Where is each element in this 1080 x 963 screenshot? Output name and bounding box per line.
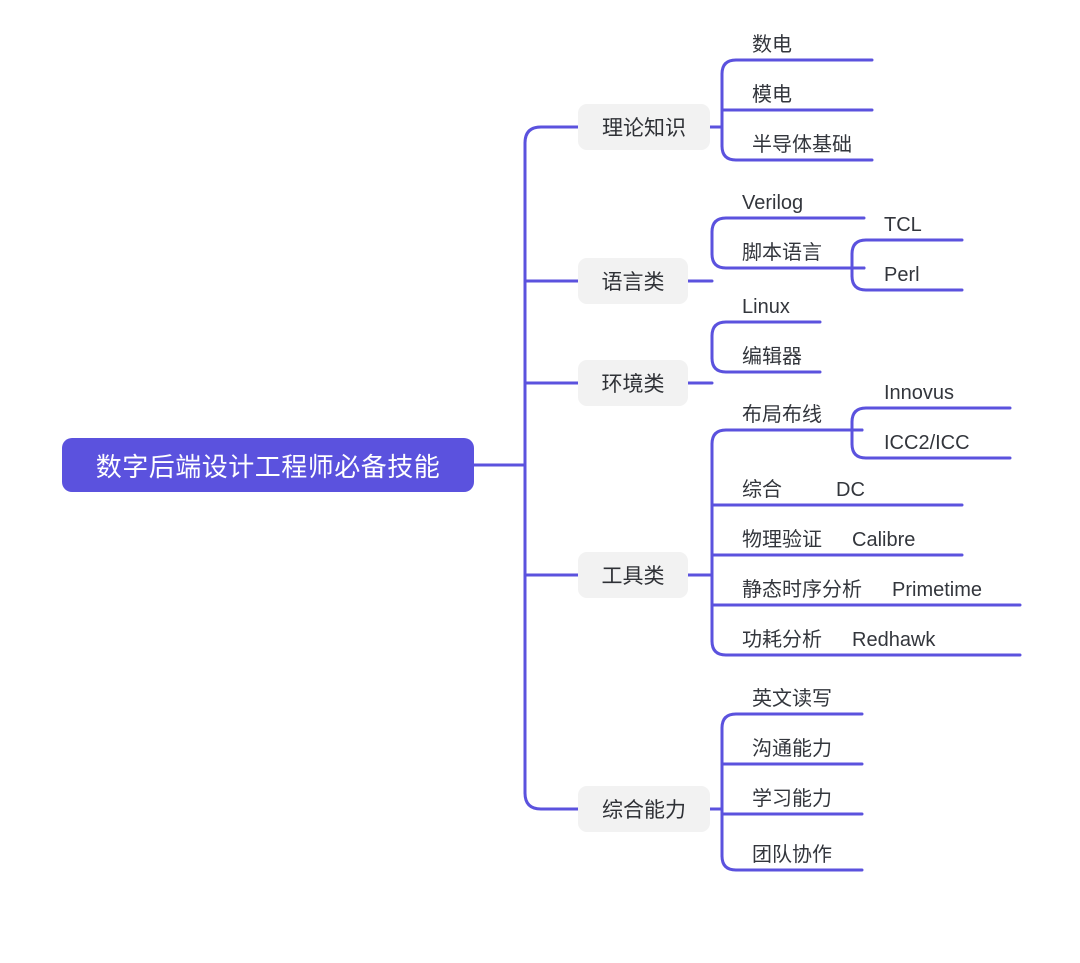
subleaf-node-label: Perl [884,264,920,286]
leaf-node-1-1[interactable]: 脚本语言 [742,234,822,268]
leaf-node-label: 物理验证 [742,529,822,551]
leaf-node-0-1[interactable]: 模电 [752,76,792,110]
leaf-node-4-0[interactable]: 英文读写 [752,680,832,714]
leaf-node-tool: Primetime [892,579,983,601]
branch-node-1[interactable]: 语言类 [578,258,688,304]
branch-node-label: 综合能力 [602,799,686,822]
branch-node-3[interactable]: 工具类 [578,552,688,598]
leaf-node-2-0[interactable]: Linux [742,288,790,322]
leaf-node-label: 脚本语言 [742,242,822,264]
leaf-node-3-1[interactable]: 综合 DC [742,471,865,505]
leaf-node-label: 布局布线 [742,404,822,426]
leaf-node-label: 模电 [752,84,792,106]
branch-node-label: 语言类 [601,271,665,294]
branch-node-4[interactable]: 综合能力 [578,786,710,832]
leaf-node-3-2[interactable]: 物理验证 Calibre [742,521,915,555]
leaf-node-tool: Redhawk [852,629,936,651]
leaf-node-label: 半导体基础 [752,134,852,156]
branch-node-0[interactable]: 理论知识 [578,104,710,150]
leaf-node-label: 学习能力 [752,788,832,810]
leaf-node-label: 编辑器 [742,346,802,368]
leaf-node-label: 英文读写 [752,688,832,710]
subleaf-node-1-1-1[interactable]: Perl [884,256,920,290]
leaf-node-label: 综合 [742,479,782,501]
leaf-node-3-4[interactable]: 功耗分析 Redhawk [742,621,935,655]
leaf-node-2-1[interactable]: 编辑器 [742,338,802,372]
subleaf-node-label: ICC2/ICC [884,432,970,454]
leaf-node-label: 沟通能力 [752,738,832,760]
leaf-node-3-0[interactable]: 布局布线 [742,396,822,430]
leaf-node-tool: Calibre [852,529,916,551]
leaf-node-4-2[interactable]: 学习能力 [752,780,832,814]
branch-node-label: 环境类 [601,373,665,396]
leaf-node-0-0[interactable]: 数电 [752,26,792,60]
subleaf-node-1-1-0[interactable]: TCL [884,206,922,240]
leaf-node-4-3[interactable]: 团队协作 [752,836,832,870]
leaf-node-4-1[interactable]: 沟通能力 [752,730,832,764]
branch-node-label: 工具类 [601,565,665,588]
leaf-node-label: Verilog [742,192,804,214]
root-node-label: 数字后端设计工程师必备技能 [95,451,441,482]
branch-node-2[interactable]: 环境类 [578,360,688,406]
leaf-node-label: Linux [742,296,790,318]
subleaf-node-label: Innovus [884,382,955,404]
subleaf-node-label: TCL [884,214,922,236]
leaf-node-label: 团队协作 [752,844,832,866]
leaf-node-tool: DC [836,479,865,501]
subleaf-node-3-0-0[interactable]: Innovus [884,374,954,408]
leaf-node-1-0[interactable]: Verilog [742,184,803,218]
subleaf-node-3-0-1[interactable]: ICC2/ICC [884,424,970,458]
branch-node-label: 理论知识 [602,117,686,140]
leaf-node-label: 数电 [752,34,792,56]
leaf-node-0-2[interactable]: 半导体基础 [752,126,852,160]
leaf-node-3-3[interactable]: 静态时序分析 Primetime [742,571,982,605]
root-node[interactable]: 数字后端设计工程师必备技能 [62,438,474,492]
leaf-node-label: 功耗分析 [742,629,822,651]
leaf-node-label: 静态时序分析 [742,579,862,601]
